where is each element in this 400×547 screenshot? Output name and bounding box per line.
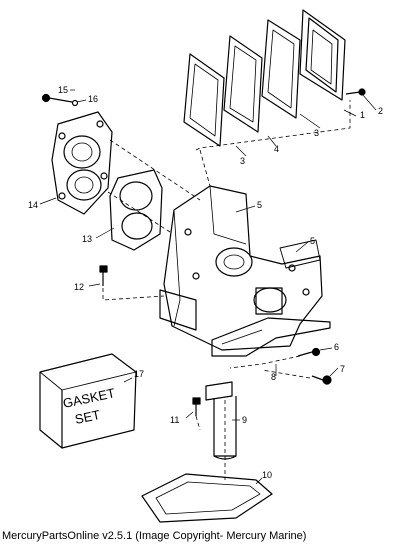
callout-3: 3 (240, 156, 245, 166)
divider-plate (223, 35, 263, 133)
callout-10: 10 (262, 470, 272, 480)
screw (345, 88, 366, 96)
gasket-plate (183, 53, 225, 147)
cover-plate (299, 9, 346, 101)
screw (297, 347, 321, 357)
callout-14: 14 (28, 200, 38, 210)
bottom-gasket (141, 473, 273, 523)
cylinder-head (51, 111, 113, 215)
base-plate (211, 317, 331, 357)
washer (71, 99, 79, 107)
callout-4: 4 (274, 144, 279, 154)
callout-7: 7 (340, 364, 345, 374)
callout-5: 5 (310, 236, 315, 246)
callout-17: 17 (134, 369, 144, 379)
callout-9: 9 (242, 415, 247, 425)
screw (41, 93, 73, 103)
crankcase (159, 185, 323, 351)
callout-2: 2 (378, 106, 383, 116)
assembly-lines (102, 100, 351, 480)
screw (311, 375, 332, 385)
callout-11: 11 (170, 415, 179, 425)
callout-3: 3 (314, 128, 319, 138)
gasket-set-label-line2: SET (74, 407, 102, 427)
callout-8: 8 (271, 372, 276, 382)
callout-15: 15 (58, 85, 68, 95)
head-gasket (109, 169, 163, 251)
gasket-set-box (39, 353, 137, 449)
screw (99, 265, 108, 286)
gasket-set-label-line1: GASKET (62, 385, 117, 411)
copyright-footer: MercuryPartsOnline v2.5.1 (Image Copyrig… (2, 530, 307, 542)
callout-6: 6 (334, 342, 339, 352)
gasket-plate (261, 19, 301, 119)
pickup-tube (205, 381, 237, 460)
callout-12: 12 (74, 282, 84, 292)
screw (192, 397, 201, 416)
callout-1: 1 (360, 110, 365, 120)
callout-16: 16 (88, 94, 98, 104)
callout-13: 13 (82, 234, 92, 244)
leader-lines (39, 89, 377, 485)
callout-5: 5 (257, 200, 262, 210)
